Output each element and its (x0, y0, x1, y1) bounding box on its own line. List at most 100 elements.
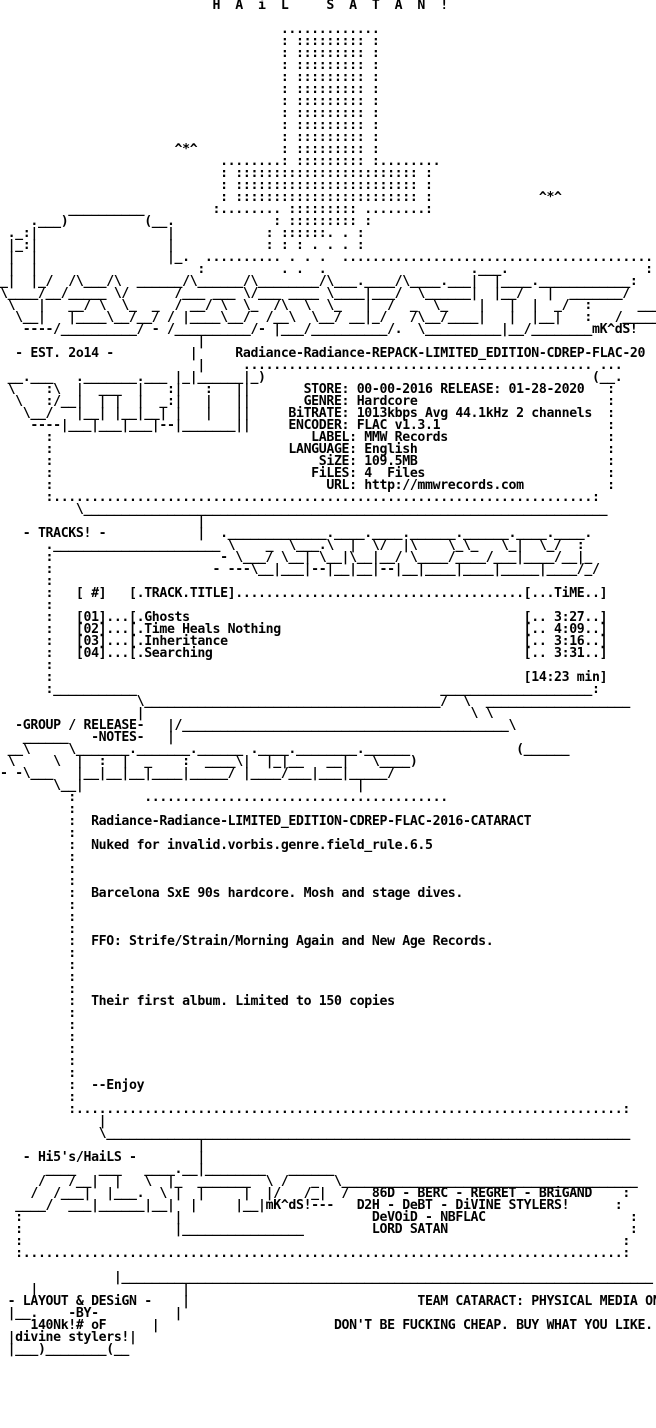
nfo-line: ^*^ : ::::::::: : (0, 142, 380, 157)
nfo-line: : ::::::::: : (0, 46, 380, 61)
nfo-line: : (0, 802, 76, 817)
nfo-line: : Radiance-Radiance-LIMITED_EDITION-CDRE… (0, 814, 532, 829)
nfo-line: __.___ ._______.___ |_|______|_) (__. (0, 370, 623, 385)
nfo-line: : (0, 970, 76, 985)
nfo-line: ----/__________/ - /__________/- |___/__… (0, 322, 638, 337)
nfo-line: : ::::::::: : (0, 94, 380, 109)
nfo-line: \_______________________________________… (0, 1126, 631, 1141)
nfo-line: : (0, 910, 76, 925)
nfo-line: : [14:23 min] (0, 670, 608, 685)
nfo-line: : ::::::::: : (0, 58, 380, 73)
nfo-line: : (0, 922, 76, 937)
nfo-line: | (0, 1114, 107, 1129)
nfo-document: H A i L S A T A N ! ............. : ::::… (0, 0, 656, 1356)
nfo-line: |divine stylers!| (0, 1330, 137, 1345)
nfo-line: ______ -NOTES- | (0, 730, 175, 745)
nfo-line: : (0, 1018, 76, 1033)
nfo-line: : (0, 1090, 76, 1105)
nfo-line: | | |_. .......... . . . ...............… (0, 250, 653, 265)
nfo-line: / /___| |___. \ | | | |/ /_| / 86D - BER… (0, 1186, 630, 1201)
nfo-line: \_______________________________________… (0, 502, 608, 517)
nfo-line: : Nuked for invalid.vorbis.genre.field_r… (0, 838, 433, 853)
nfo-line: : (0, 946, 76, 961)
nfo-line: : [02]...[.Time Heals Nothing [.. 4:09..… (0, 622, 608, 637)
nfo-line: : FiLES: 4 Files : (0, 466, 616, 481)
nfo-line: .___) (__. : ::::::::: : (0, 214, 372, 229)
nfo-line: : Their first album. Limited to 150 copi… (0, 994, 395, 1009)
nfo-line: \ :\ | ___ | :| : || STORE: 00-00-2016 R… (0, 382, 616, 397)
nfo-line: : :::::::::::::::::::::::: : (0, 178, 433, 193)
nfo-line: : - ---\__|___|--|__|__|--|__|____|____|… (0, 562, 600, 577)
nfo-line: :.......................................… (0, 490, 600, 505)
nfo-line: : (0, 826, 76, 841)
nfo-line: : (0, 862, 76, 877)
nfo-line: : [04]...[.Searching [.. 3:31..] (0, 646, 608, 661)
nfo-line: : LANGUAGE: English : (0, 442, 616, 457)
nfo-line: : ::::::::: : (0, 82, 380, 97)
nfo-line: | \ \ (0, 706, 494, 721)
nfo-line: \__/ |__| |__|__| | | || BiTRATE: 1013kb… (0, 406, 615, 421)
nfo-line: | (0, 1138, 205, 1153)
nfo-line: ____ ___ ____.__|________ ______ (0, 1162, 335, 1177)
nfo-line: - LAYOUT & DESiGN - | TEAM CATARACT: PHY… (0, 1294, 656, 1309)
nfo-line: | ......................................… (0, 358, 623, 373)
nfo-line: \____/__/_____ \/ /___ ___ \/___ ____ \_… (0, 286, 630, 301)
nfo-line: \ :/__| | | | _:| | || GENRE: Hardcore : (0, 394, 615, 409)
nfo-line: : : (0, 1234, 630, 1249)
nfo-line: | (0, 514, 205, 529)
nfo-line: : |________________ LORD SATAN : (0, 1222, 638, 1237)
nfo-line: |__. -BY- | (0, 1306, 183, 1321)
nfo-line: \ | __/ \ \_ _ / __/ \ \_ /\ \ \_ | / _ … (0, 298, 656, 313)
nfo-line: : (0, 1054, 76, 1069)
nfo-line: : LABEL: MMW Records : (0, 430, 616, 445)
nfo-line: : --Enjoy (0, 1078, 145, 1093)
nfo-line: ........: ::::::::: :........ (0, 154, 441, 169)
nfo-line: :.......................................… (0, 1246, 630, 1261)
nfo-line: : (0, 982, 76, 997)
nfo-line: |___)________(__ (0, 1342, 130, 1357)
nfo-line: : Barcelona SxE 90s hardcore. Mosh and s… (0, 886, 463, 901)
nfo-line: : SiZE: 109.5MB : (0, 454, 616, 469)
nfo-line: : (0, 1030, 76, 1045)
nfo-line: \__| |____\__/__/ / |____\__/ /__\ \__/ … (0, 310, 656, 325)
nfo-line: : (0, 898, 76, 913)
nfo-line: - -\___ |__|__|__|____|_____/ |____/___|… (0, 766, 395, 781)
nfo-line: : (0, 658, 54, 673)
nfo-line: 140Nk!# oF | DON'T BE FUCKING CHEAP. BUY… (0, 1318, 653, 1333)
nfo-line: ............. (0, 22, 380, 37)
nfo-line: |_:| | : : : . . . : (0, 238, 365, 253)
nfo-line: : ::::::::: : (0, 34, 380, 49)
nfo-line: | (0, 334, 630, 349)
nfo-line: -GROUP / RELEASE- |/____________________… (0, 718, 517, 733)
nfo-line: _| |_/ /\___/\ ______/\______/\________/… (0, 274, 638, 289)
nfo-line: : :::::::::::::::::::::::: : ^*^ (0, 190, 562, 205)
nfo-line: : FFO: Strife/Strain/Morning Again and N… (0, 934, 494, 949)
nfo-line: : (0, 850, 76, 865)
nfo-line: : (0, 958, 76, 973)
nfo-line: : [01]...[.Ghosts [.. 3:27..] (0, 610, 608, 625)
nfo-line: H A i L S A T A N ! (0, 0, 449, 13)
nfo-line: : (0, 1066, 76, 1081)
nfo-line: : - \___/ \__| \__|\__|__/ \____/____/__… (0, 550, 593, 565)
nfo-line: : | DeVOiD - NBFLAC : (0, 1210, 638, 1225)
nfo-line: ----|___|___|___|--|_______|| ENCODER: F… (0, 418, 615, 433)
nfo-line: : (0, 574, 54, 589)
nfo-line: : [03]...[.Inheritance [.. 3:16..] (0, 634, 608, 649)
nfo-line: / /__| | \ |_ _______ \ / _ \___________… (0, 1174, 638, 1189)
nfo-line: - Hi5's/HaiLS - | (0, 1150, 206, 1165)
nfo-line: : ::::::::: : (0, 106, 380, 121)
nfo-line: : ::::::::: : (0, 118, 380, 133)
nfo-line: : :::::::::::::::::::::::: : (0, 166, 433, 181)
nfo-line: \_______________________________________… (0, 694, 631, 709)
nfo-line: : (0, 1006, 76, 1021)
nfo-line: :.......................................… (0, 1102, 630, 1117)
nfo-line: \__| | (0, 778, 365, 793)
nfo-line: : URL: http://mmwrecords.com : (0, 478, 616, 493)
nfo-line: | | : . . . .___. : (0, 262, 653, 277)
nfo-line: : ::::::::: : (0, 70, 380, 85)
nfo-line: |_______________________________________… (0, 1270, 653, 1285)
nfo-line: \ \ | : | _ : ____\| |_|__ __| \____) (0, 754, 418, 769)
nfo-line: : [ #] [.TRACK.TITLE]...................… (0, 586, 608, 601)
nfo-line: :___________ ____________________: (0, 682, 600, 697)
nfo-line: - EST. 2o14 - | Radiance-Radiance-REPACK… (0, 346, 646, 361)
